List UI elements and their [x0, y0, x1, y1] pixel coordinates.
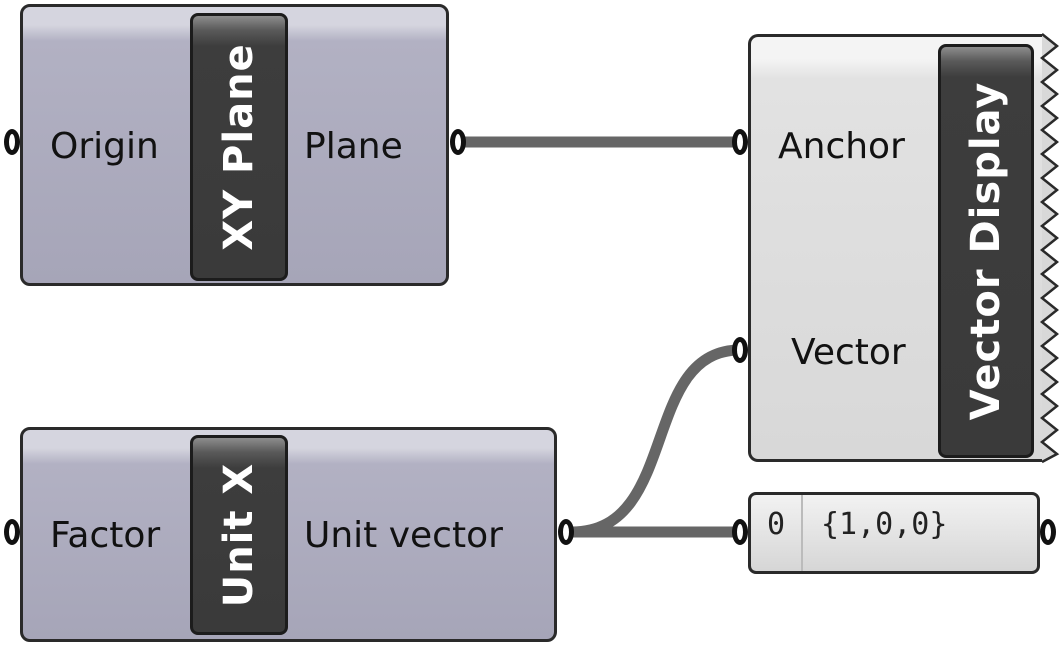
plane-output-label[interactable]: Plane	[304, 126, 403, 167]
panel-index: 0	[767, 507, 786, 542]
factor-input-label[interactable]: Factor	[50, 515, 161, 556]
data-panel[interactable]: 0 {1,0,0}	[748, 492, 1040, 574]
plane-output-grip[interactable]	[450, 129, 466, 155]
panel-index-column: 0	[751, 495, 803, 571]
panel-input-grip[interactable]	[732, 519, 748, 545]
vector-display-nickname[interactable]: Vector Display	[938, 44, 1034, 458]
vector-display-zigzag-edge	[1040, 33, 1060, 464]
anchor-input-grip[interactable]	[732, 129, 748, 155]
unit-x-nickname-text: Unit X	[216, 462, 262, 608]
panel-output-grip[interactable]	[1040, 519, 1056, 545]
vector-display-component[interactable]: Anchor Vector Vector Display	[748, 34, 1044, 462]
xy-plane-nickname[interactable]: XY Plane	[190, 13, 288, 281]
unit-x-component[interactable]: Factor Unit X Unit vector	[20, 427, 557, 642]
unit-vector-output-grip[interactable]	[558, 519, 574, 545]
vector-display-nickname-text: Vector Display	[963, 81, 1009, 421]
wire-unit-vector-to-vector[interactable]	[571, 344, 741, 538]
vector-input-grip[interactable]	[732, 337, 748, 363]
xy-plane-nickname-text: XY Plane	[216, 43, 262, 251]
unit-x-nickname[interactable]: Unit X	[190, 435, 288, 635]
unit-vector-output-label[interactable]: Unit vector	[304, 515, 503, 556]
anchor-input-label[interactable]: Anchor	[778, 126, 905, 167]
factor-input-grip[interactable]	[4, 519, 20, 545]
panel-value: {1,0,0}	[821, 507, 948, 542]
origin-input-label[interactable]: Origin	[50, 126, 159, 167]
vector-input-label[interactable]: Vector	[791, 332, 906, 373]
origin-input-grip[interactable]	[4, 129, 20, 155]
xy-plane-component[interactable]: Origin XY Plane Plane	[20, 4, 449, 286]
